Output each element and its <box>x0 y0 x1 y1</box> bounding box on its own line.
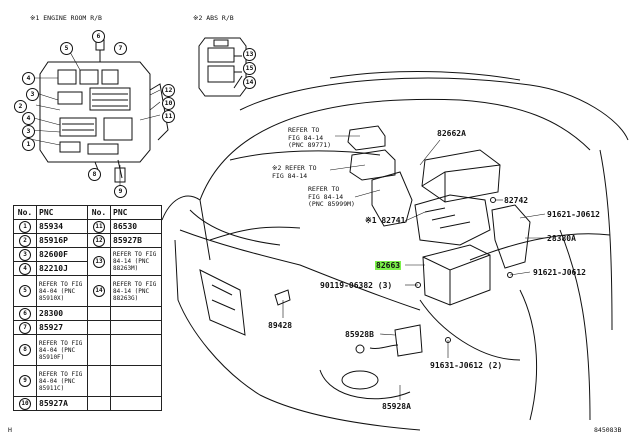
abs-relay-box-drawing <box>198 37 247 97</box>
part-82742: 82742 <box>504 196 529 205</box>
row-number: 9 <box>19 375 31 387</box>
row-number: 8 <box>19 344 31 356</box>
row-number: 7 <box>19 321 31 334</box>
callout-3a: 3 <box>26 88 39 101</box>
row-number: 14 <box>93 285 105 297</box>
table-row: 9 REFER TO FIG 84-04 (PNC 85911C) <box>13 365 162 397</box>
table-row: 4 82210J <box>13 261 162 276</box>
header-no: No. <box>13 205 37 220</box>
callout-13: 13 <box>243 48 256 61</box>
part-82663: 82663 <box>375 261 402 270</box>
relay-block-assembly <box>274 125 531 357</box>
callout-7: 7 <box>114 42 127 55</box>
pnc-table: No. PNC No. PNC 1 85934 11 86530 2 85916… <box>13 205 162 411</box>
callout-15: 15 <box>243 62 256 75</box>
table-row: 10 85927A <box>13 396 162 411</box>
figure-code: 845083B <box>594 426 622 434</box>
row-number: 11 <box>93 220 105 233</box>
header-no-2: No. <box>87 205 111 220</box>
table-row: 8 REFER TO FIG 84-04 (PNC 85910F) <box>13 334 162 366</box>
part-82662a: 82662A <box>437 129 466 138</box>
header-pnc-2: PNC <box>110 205 162 220</box>
part-82741: ※1 82741 <box>365 216 406 225</box>
callout-1: 1 <box>22 138 35 151</box>
row-number: 1 <box>19 220 31 233</box>
pnc-value: 85927B <box>110 233 162 248</box>
pnc-value: 85927 <box>36 320 88 335</box>
row-number: 10 <box>19 397 31 410</box>
refer-fig-85999m: REFER TO FIG 84-14 (PNC 85999M) <box>308 185 355 208</box>
callout-9: 9 <box>114 185 127 198</box>
callout-11: 11 <box>162 110 175 123</box>
part-82663-highlight: 82663 <box>375 261 402 270</box>
engine-room-relay-box-drawing <box>39 39 169 183</box>
pnc-value: 82210J <box>36 261 88 276</box>
pnc-value: 82600F <box>36 247 88 262</box>
table-row: 7 85927 <box>13 320 162 335</box>
callout-3b: 3 <box>22 125 35 138</box>
row-number: 3 <box>19 248 31 261</box>
row-number: 2 <box>19 234 31 247</box>
table-row: 2 85916P 12 85927B <box>13 233 162 248</box>
header-pnc: PNC <box>36 205 88 220</box>
pnc-value: REFER TO FIG 84-04 (PNC 85911C) <box>36 365 88 397</box>
table-row: 1 85934 11 86530 <box>13 219 162 234</box>
table-header: No. PNC No. PNC <box>13 205 162 220</box>
row-number: 12 <box>93 234 105 247</box>
engine-room-inset-title: ※1 ENGINE ROOM R/B <box>30 14 102 22</box>
pnc-value: 28300 <box>36 306 88 321</box>
callout-5: 5 <box>60 42 73 55</box>
part-91631-j0612: 91631-J0612 (2) <box>430 361 503 370</box>
row-number: 6 <box>19 307 31 320</box>
part-91621-j0612-lower: 91621-J0612 <box>533 268 586 277</box>
corner-mark: H <box>8 426 12 434</box>
part-89428: 89428 <box>268 321 293 330</box>
abs-inset-title: ※2 ABS R/B <box>193 14 234 22</box>
refer-fig-abs: ※2 REFER TO FIG 84-14 <box>272 164 317 180</box>
callout-10: 10 <box>162 97 175 110</box>
table-row: 3 82600F 13 REFER TO FIG 84-14 (PNC 8826… <box>13 247 162 276</box>
row-number: 5 <box>19 285 31 297</box>
pnc-value: 85916P <box>36 233 88 248</box>
part-85928a: 85928A <box>382 402 411 411</box>
row-number: 4 <box>19 262 31 275</box>
main-leaders <box>282 135 546 400</box>
vehicle-body-drawing <box>161 71 629 431</box>
callout-8: 8 <box>88 168 101 181</box>
pnc-value: REFER TO FIG 84-14 (PNC 88263G) <box>110 275 162 307</box>
part-91621-j0612-upper: 91621-J0612 <box>547 210 600 219</box>
callout-4b: 4 <box>22 112 35 125</box>
pnc-value: 86530 <box>110 219 162 234</box>
callout-12: 12 <box>162 84 175 97</box>
pnc-value: 85927A <box>36 396 88 411</box>
row-number: 13 <box>93 255 105 268</box>
table-row: 6 28300 <box>13 306 162 321</box>
callout-6: 6 <box>92 30 105 43</box>
refer-fig-89771: REFER TO FIG 84-14 (PNC 89771) <box>288 126 332 149</box>
callout-2a: 2 <box>14 100 27 113</box>
callout-14: 14 <box>243 76 256 89</box>
pnc-value: REFER TO FIG 84-04 (PNC 85910X) <box>36 275 88 307</box>
table-row: 5 REFER TO FIG 84-04 (PNC 85910X) 14 REF… <box>13 275 162 307</box>
part-85928b: 85928B <box>345 330 374 339</box>
pnc-value: REFER TO FIG 84-04 (PNC 85910F) <box>36 334 88 366</box>
part-28380a: 28380A <box>547 234 576 243</box>
pnc-value: 85934 <box>36 219 88 234</box>
callout-4a: 4 <box>22 72 35 85</box>
part-90119-06382: 90119-06382 (3) <box>320 281 393 290</box>
pnc-value: REFER TO FIG 84-14 (PNC 88263M) <box>110 247 162 276</box>
